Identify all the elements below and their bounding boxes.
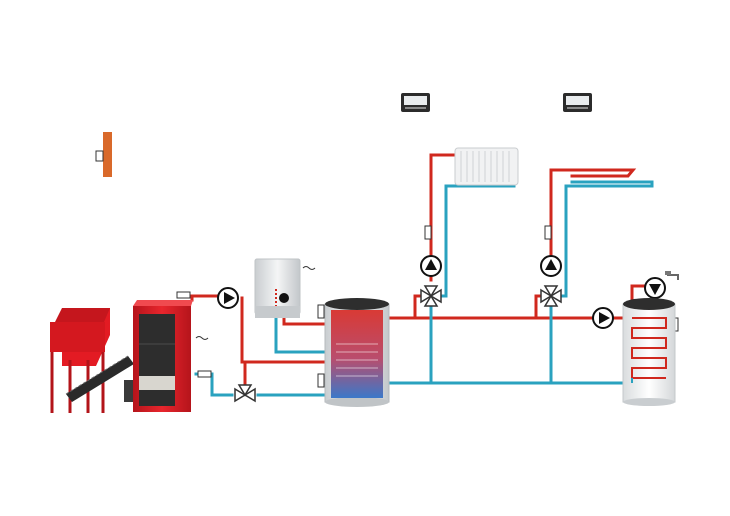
dhw-charge-pump xyxy=(592,307,614,329)
radiator xyxy=(454,147,519,186)
underfloor-loop xyxy=(572,168,652,184)
faucet-icon xyxy=(665,271,679,280)
signal-wires xyxy=(195,266,316,340)
floor-flow-sensor xyxy=(544,225,552,240)
radiator-return-pipe xyxy=(429,170,516,385)
gas-boiler-supply-pipe xyxy=(282,316,332,326)
buffer-tank xyxy=(324,298,390,407)
pump-icons xyxy=(217,255,666,329)
mixing-valves xyxy=(234,285,562,403)
boiler-flow-sensor xyxy=(176,291,191,299)
boiler-pump xyxy=(217,287,239,309)
floor-pump xyxy=(540,255,562,277)
solid-fuel-boiler xyxy=(133,300,193,412)
room-controller-1[interactable] xyxy=(401,93,430,112)
radiator-flow-sensor xyxy=(424,225,432,240)
floor-mix-valve xyxy=(540,285,562,307)
boiler-return-sensor xyxy=(197,370,212,378)
dhw-circulation-pump xyxy=(644,277,666,299)
boiler-return-pipe xyxy=(194,372,332,397)
boiler-supply-pipe xyxy=(190,294,332,364)
pellet-hopper xyxy=(50,308,110,413)
dhw-circulation-pipe xyxy=(630,284,645,302)
room-controller-2[interactable] xyxy=(563,93,592,112)
radiator-mix-valve xyxy=(420,285,442,307)
buffer-bottom-sensor xyxy=(317,373,325,388)
gas-boiler-return-pipe xyxy=(274,316,332,354)
wall-gas-boiler xyxy=(254,258,301,318)
radiator-pump xyxy=(420,255,442,277)
dhw-cylinder xyxy=(622,298,676,406)
outdoor-sensor xyxy=(95,132,112,177)
buffer-top-sensor xyxy=(317,304,325,319)
return-valve xyxy=(234,384,256,403)
